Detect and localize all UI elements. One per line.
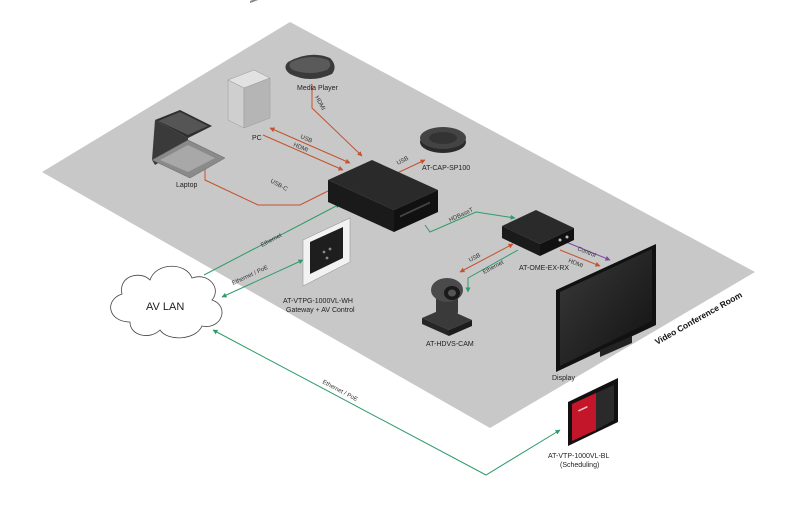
speakerphone-label: AT-CAP-SP100 bbox=[422, 165, 470, 172]
scheduler-panel-icon bbox=[568, 378, 618, 446]
wire-label-hdmi-display: HDMI bbox=[567, 258, 584, 269]
network-wires bbox=[203, 203, 561, 476]
av-wires bbox=[204, 84, 601, 273]
receiver-label: AT-OME-EX-RX bbox=[519, 265, 569, 272]
wire-hdmi-pc bbox=[262, 134, 344, 171]
wire-usbc-laptop bbox=[204, 168, 331, 206]
wire-label-ethernet-poe-scheduler: Ethernet / PoE bbox=[321, 379, 358, 403]
gateway-label-line1: AT-VTPG-1000VL-WH bbox=[283, 298, 353, 305]
wire-hdmi-display bbox=[559, 249, 601, 267]
wire-hdbaset bbox=[424, 211, 516, 233]
wire-ethernet-poe-scheduler bbox=[212, 329, 561, 476]
scheduler-label-line2: (Scheduling) bbox=[560, 462, 599, 469]
camera-label: AT-HDVS-CAM bbox=[426, 341, 474, 348]
wire-label-usb-pc: USB bbox=[299, 134, 313, 144]
display-icon bbox=[556, 244, 656, 372]
pc-label: PC bbox=[252, 135, 262, 142]
wire-ethernet-poe-gateway bbox=[221, 259, 304, 298]
laptop-label: Laptop bbox=[176, 182, 198, 189]
camera-icon bbox=[422, 278, 472, 336]
pc-tower-icon bbox=[227, 0, 271, 129]
av-lan-label: AV LAN bbox=[146, 301, 184, 313]
display-label: Display bbox=[552, 375, 575, 382]
receiver-box-icon bbox=[502, 210, 574, 256]
wire-usb-cam bbox=[459, 243, 514, 273]
switcher-box-icon bbox=[328, 160, 438, 232]
wire-label-usb-speaker: USB bbox=[396, 156, 410, 167]
scheduler-label-line1: AT-VTP-1000VL-BL bbox=[548, 453, 609, 460]
gateway-label-line2: Gateway + AV Control bbox=[286, 307, 355, 314]
wire-ethernet-cam bbox=[465, 249, 519, 293]
media-player-icon bbox=[285, 54, 335, 79]
av-lan-cloud-icon bbox=[110, 265, 223, 339]
speakerphone-icon bbox=[420, 127, 466, 153]
wire-control-display bbox=[565, 241, 611, 261]
wire-label-hdmi-pc: HDMI bbox=[292, 142, 309, 154]
laptop-icon bbox=[151, 110, 226, 179]
gateway-panel-icon bbox=[302, 217, 351, 287]
wire-label-usb-cam: USB bbox=[468, 253, 482, 264]
media-player-label: Media Player bbox=[297, 85, 339, 92]
wire-usb-pc bbox=[269, 127, 351, 164]
